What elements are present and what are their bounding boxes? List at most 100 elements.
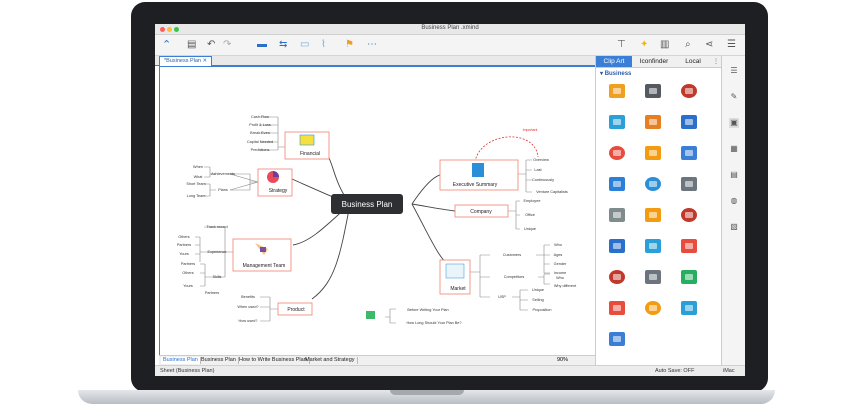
subtopic[interactable]: What <box>194 175 204 179</box>
chat-icon[interactable] <box>608 113 626 131</box>
topic-executive-summary[interactable]: Executive Summary <box>439 159 519 191</box>
fax-icon[interactable] <box>680 175 698 193</box>
subtopic[interactable]: Long Team <box>187 194 206 198</box>
floating-subtopic[interactable]: How Long Should Your Plan Be? <box>406 321 461 325</box>
format-icon[interactable]: ✎ <box>730 92 738 101</box>
subtopic[interactable]: Skills <box>213 275 222 279</box>
subtopic[interactable]: Competitors <box>504 275 525 279</box>
panel-menu-icon[interactable]: ⋮ <box>712 58 720 65</box>
topic-management-team[interactable]: Management Team <box>232 238 292 272</box>
outline-icon[interactable]: ☰ <box>730 66 738 75</box>
tab-iconfinder[interactable]: Iconfinder <box>639 58 669 65</box>
subtopic[interactable]: Who <box>556 276 564 280</box>
share-icon[interactable]: ⋖ <box>705 39 714 50</box>
document-tab[interactable]: *Business Plan ✕ <box>159 56 213 66</box>
callout-label[interactable]: Important <box>523 128 538 132</box>
close-window-button[interactable] <box>160 27 165 32</box>
mail-icon[interactable] <box>644 144 662 162</box>
subtopic[interactable]: Selling <box>532 298 543 302</box>
xmind-logo-icon[interactable]: ⌃ <box>162 39 172 51</box>
team-icon[interactable] <box>608 268 626 286</box>
topic-icon[interactable]: ▬ <box>257 39 267 50</box>
zoom-level[interactable]: 90% <box>557 357 569 363</box>
id-card-icon[interactable] <box>680 113 698 131</box>
callout-icon[interactable]: ▭ <box>300 39 310 50</box>
calendar-icon[interactable] <box>608 330 626 348</box>
microphone-icon[interactable] <box>680 299 698 317</box>
subtopic[interactable]: Why different <box>554 284 577 288</box>
magnifier-icon[interactable] <box>644 237 662 255</box>
pencil-icon[interactable] <box>644 206 662 224</box>
subtopic[interactable]: Profit & Loss <box>249 123 271 127</box>
flag-icon[interactable]: ⚑ <box>345 39 354 50</box>
subtopic[interactable]: Income <box>554 271 566 275</box>
redo-icon[interactable]: ↷ <box>223 39 232 50</box>
subtopic[interactable]: Who <box>554 243 562 247</box>
scales-icon[interactable] <box>608 82 626 100</box>
topic-financial[interactable]: Financial <box>284 131 330 160</box>
central-topic[interactable]: Business Plan <box>331 194 403 214</box>
summary-icon[interactable]: ⌇ <box>321 39 326 50</box>
marker-icon[interactable]: ▦ <box>730 144 738 153</box>
sheet-tab-active[interactable]: Business Plan <box>161 357 201 364</box>
subtopic[interactable]: Predictions <box>251 148 270 152</box>
globe-icon[interactable] <box>644 175 662 193</box>
subtopic[interactable]: Yours <box>179 252 189 256</box>
relationship-icon[interactable]: ⇆ <box>279 39 288 50</box>
subtopic[interactable]: Partners <box>205 291 219 295</box>
subtopic[interactable]: Break Even <box>250 131 270 135</box>
sheet-tab[interactable]: Business Plan <box>199 357 239 364</box>
subtopic[interactable]: Proposition <box>533 308 552 312</box>
printer-icon[interactable] <box>608 237 626 255</box>
subtopic[interactable]: Achievements <box>211 172 235 176</box>
sheet-tab[interactable]: Market and Strategy <box>303 357 358 364</box>
menu-icon[interactable]: ☰ <box>727 39 736 50</box>
calculator-icon[interactable] <box>680 82 698 100</box>
subtopic[interactable]: Experience <box>208 250 227 254</box>
subtopic[interactable]: Customers <box>503 253 521 257</box>
subtopic[interactable]: How used? <box>239 319 258 323</box>
subtopic[interactable]: Benefits <box>241 295 255 299</box>
notes-icon[interactable]: ▤ <box>730 170 738 179</box>
sheet-tab[interactable]: How to Write Business Plan <box>237 357 310 364</box>
certificate-icon[interactable] <box>680 268 698 286</box>
topic-company[interactable]: Company <box>454 204 509 218</box>
subtopic[interactable]: Employee <box>524 199 541 203</box>
search-icon[interactable]: ⌕ <box>685 39 691 50</box>
subtopic[interactable]: Partners <box>181 262 195 266</box>
tab-clip-art[interactable]: Clip Art <box>596 56 632 67</box>
more-icon[interactable]: ⋯ <box>367 39 377 50</box>
chart-up-icon[interactable] <box>608 299 626 317</box>
minimize-window-button[interactable] <box>167 27 172 32</box>
subtopic[interactable]: Track record <box>206 225 227 229</box>
present-icon[interactable]: ▥ <box>660 39 670 50</box>
subtopic[interactable]: Office <box>525 213 535 217</box>
folder-icon[interactable] <box>608 175 626 193</box>
tab-local[interactable]: Local <box>685 58 701 65</box>
subtopic[interactable]: Capital Needed <box>247 140 273 144</box>
support-agent-icon[interactable] <box>608 144 626 162</box>
topic-market[interactable]: Market <box>439 259 471 295</box>
subtopic[interactable]: Continuously <box>532 178 554 182</box>
subtopic[interactable]: Short Team <box>186 182 205 186</box>
close-tab-icon[interactable]: ✕ <box>202 58 208 64</box>
subtopic[interactable]: Partners <box>177 243 191 247</box>
topic-strategy[interactable]: Strategy <box>257 168 293 197</box>
subtopic[interactable]: Cash Flow <box>251 115 269 119</box>
maximize-window-button[interactable] <box>174 27 179 32</box>
floating-topic-icon[interactable] <box>366 311 375 319</box>
comments-icon[interactable]: ◍ <box>730 196 738 205</box>
search-document-icon[interactable] <box>680 144 698 162</box>
subtopic[interactable]: Ages <box>554 253 563 257</box>
subtopic[interactable]: Unique <box>524 227 536 231</box>
floating-subtopic[interactable]: Before Writing Your Plan <box>407 308 448 312</box>
dollar-coin-icon[interactable] <box>644 299 662 317</box>
image-icon[interactable]: ▣ <box>729 118 739 128</box>
subtopic[interactable]: Gender <box>554 262 567 266</box>
mindmap-canvas[interactable]: Business Plan Financial Cash Flow Profit… <box>159 66 597 358</box>
subtopic[interactable]: USP <box>498 295 506 299</box>
subtopic[interactable]: When used? <box>237 305 258 309</box>
subtopic[interactable]: Unique <box>532 288 544 292</box>
subtopic[interactable]: Others <box>182 271 193 275</box>
autosave-status[interactable]: Auto Save: OFF <box>655 368 695 374</box>
